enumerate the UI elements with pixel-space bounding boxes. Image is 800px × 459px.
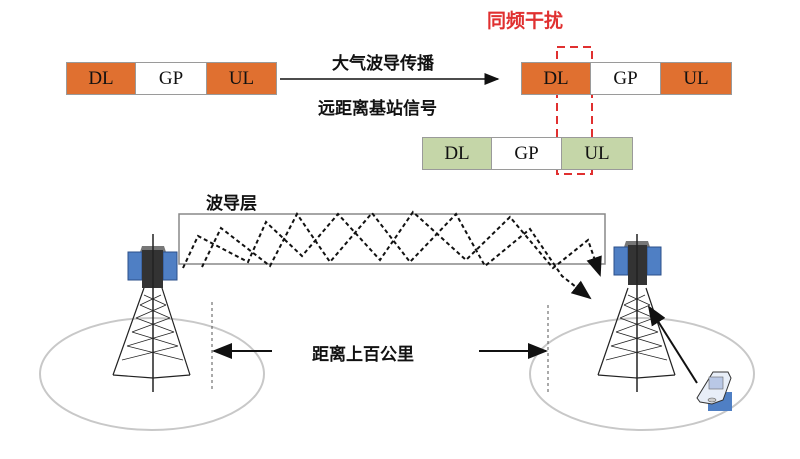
interference-title: 同频干扰: [487, 10, 564, 32]
frame-cell-ul: UL: [562, 137, 633, 170]
frame-cell-dl: DL: [422, 137, 492, 170]
frame-delayed-remote: DL GP UL: [422, 137, 633, 170]
frame-cell-dl: DL: [66, 62, 136, 95]
interference-highlight-box: [556, 46, 593, 175]
frame-cell-gp: GP: [591, 62, 661, 95]
waveguide-signal-path-2: [201, 211, 592, 300]
propagation-label-top: 大气波导传播: [332, 54, 434, 74]
coverage-area-left: [39, 317, 265, 431]
uplink-arrow: [647, 305, 698, 384]
waveguide-signal-path-1: [182, 210, 602, 277]
propagation-label-bottom: 远距离基站信号: [318, 99, 437, 119]
base-station-tower-right: [597, 234, 676, 392]
frame-local-left: DL GP UL: [66, 62, 277, 95]
frame-cell-gp: GP: [492, 137, 562, 170]
frame-cell-dl: DL: [521, 62, 591, 95]
mobile-phone-icon: [696, 371, 732, 411]
distance-label: 距离上百公里: [312, 345, 414, 365]
frame-cell-gp: GP: [136, 62, 207, 95]
base-station-tower-left: [112, 234, 191, 392]
coverage-area-right: [529, 317, 755, 431]
frame-cell-ul: UL: [207, 62, 277, 95]
frame-cell-ul: UL: [661, 62, 732, 95]
waveguide-label: 波导层: [206, 194, 257, 214]
frame-victim-right: DL GP UL: [521, 62, 732, 95]
waveguide-layer-box: [178, 213, 606, 265]
